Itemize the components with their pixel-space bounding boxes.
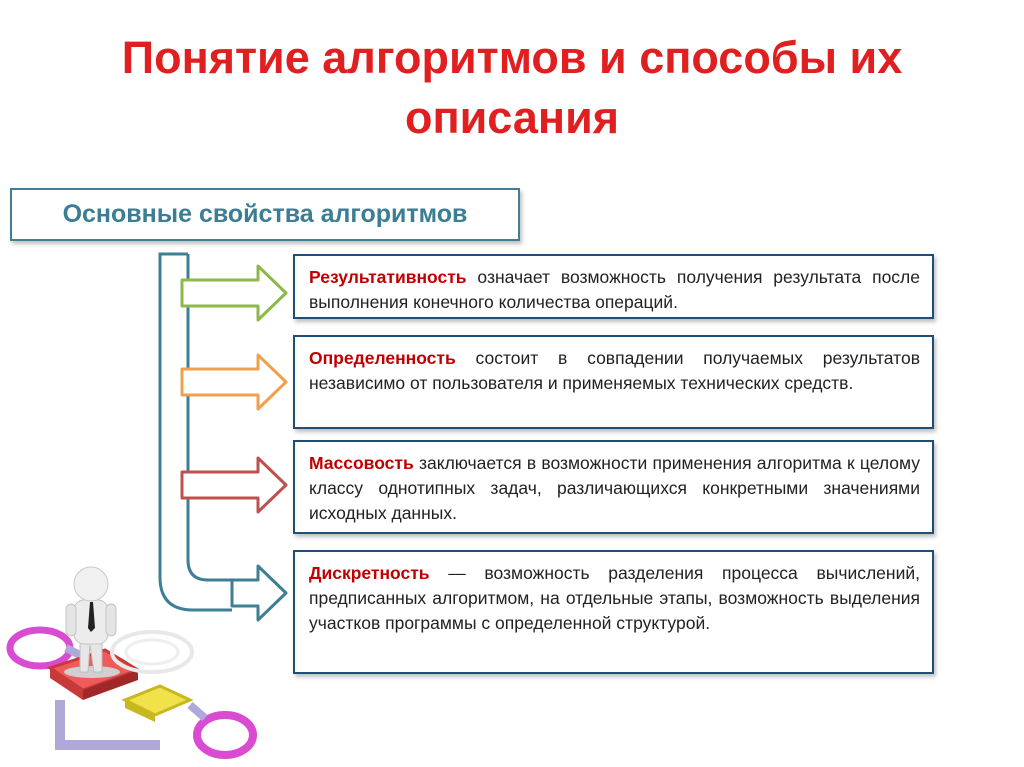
flowchart-person-illustration	[6, 566, 257, 759]
property-card-result: Результативность означает возможность по…	[293, 254, 934, 319]
section-header: Основные свойства алгоритмов	[10, 188, 520, 241]
property-card-determinacy: Определенность состоит в совпадении полу…	[293, 335, 934, 429]
section-header-label: Основные свойства алгоритмов	[62, 200, 468, 228]
property-term: Массовость	[309, 453, 414, 473]
property-card-discreteness: Дискретность — возможность разделения пр…	[293, 550, 934, 674]
property-term: Определенность	[309, 348, 456, 368]
arrow-icon-2	[180, 353, 288, 411]
arrow-icon-3	[180, 456, 288, 514]
title-line-1: Понятие алгоритмов и способы их	[121, 32, 903, 83]
arrow-icon-4	[230, 564, 288, 622]
arrow-icon-1	[180, 264, 288, 322]
property-term: Результативность	[309, 267, 467, 287]
property-card-mass: Массовость заключается в возможности при…	[293, 440, 934, 534]
page-title: Понятие алгоритмов и способы их описания	[0, 28, 1024, 148]
property-description: заключается в возможности применения алг…	[309, 453, 920, 523]
property-description: — возможность разделения процесса вычисл…	[309, 563, 920, 633]
property-description: означает возможность получения результат…	[309, 267, 920, 312]
property-term: Дискретность	[309, 563, 430, 583]
bracket-connector	[158, 252, 232, 612]
property-description: состоит в совпадении получаемых результа…	[309, 348, 920, 393]
title-line-2: описания	[404, 92, 620, 143]
